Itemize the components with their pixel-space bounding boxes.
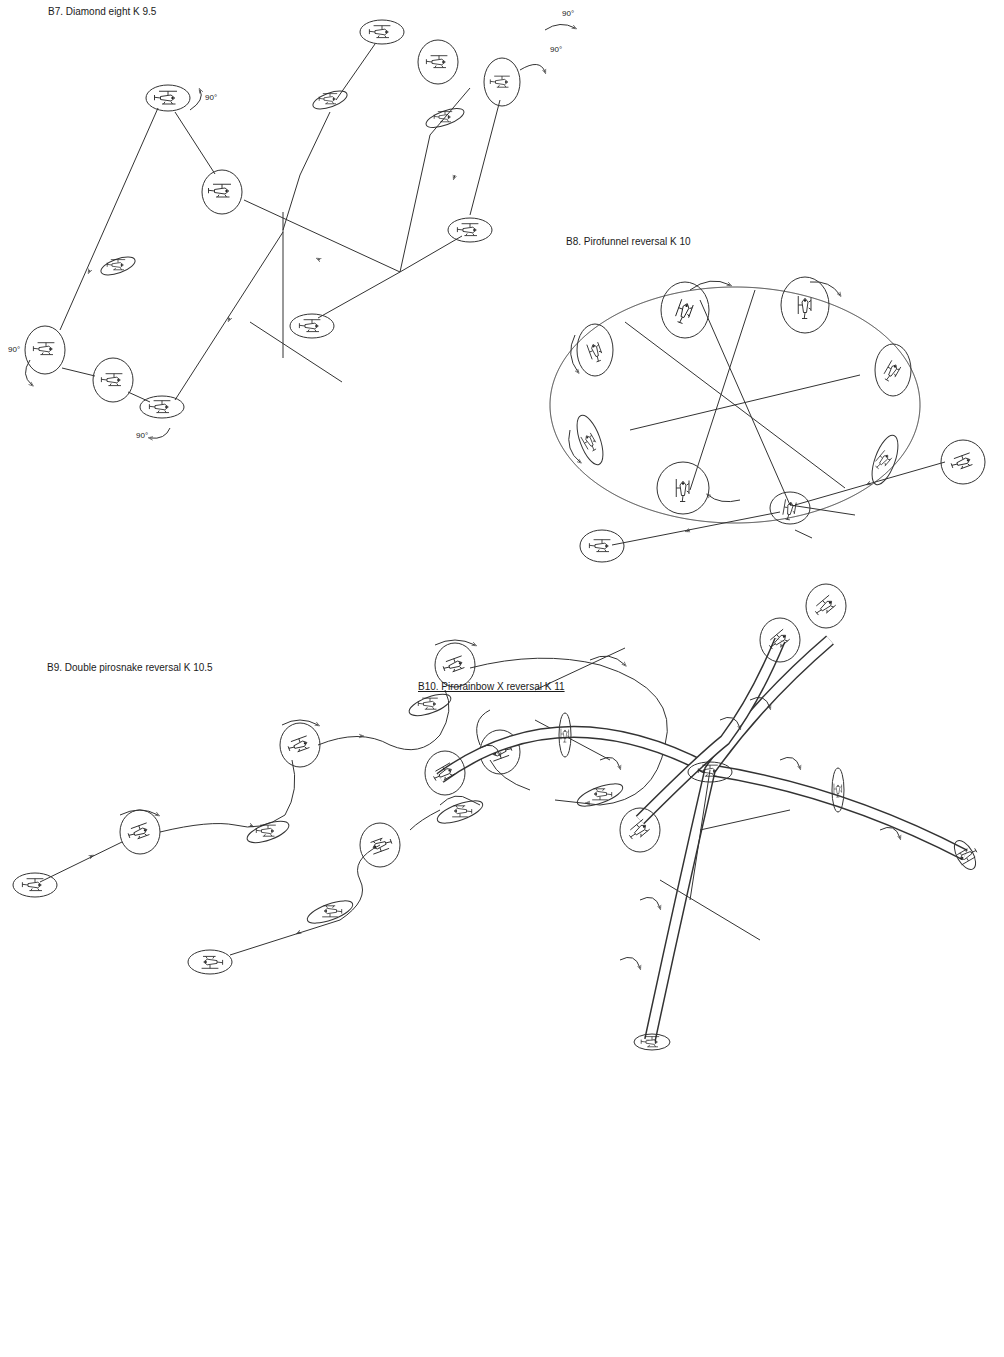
angle-label: 90° bbox=[136, 432, 148, 441]
maneuver-title: B10. Pirorainbow X reversal K 11 bbox=[418, 681, 565, 692]
pirorainbow-x-reversal bbox=[425, 584, 980, 1050]
maneuver-title: B9. Double pirosnake reversal K 10.5 bbox=[47, 662, 213, 673]
maneuver-title: B7. Diamond eight K 9.5 bbox=[48, 6, 156, 17]
angle-label: 90° bbox=[8, 346, 20, 355]
angle-label: 90° bbox=[205, 94, 217, 103]
angle-label: 90° bbox=[550, 46, 562, 55]
double-pirosnake-reversal bbox=[13, 640, 667, 974]
pirofunnel-reversal bbox=[550, 277, 985, 562]
maneuver-title: B8. Pirofunnel reversal K 10 bbox=[566, 236, 691, 247]
angle-label: 90° bbox=[562, 10, 574, 19]
diamond-eight bbox=[25, 20, 575, 438]
